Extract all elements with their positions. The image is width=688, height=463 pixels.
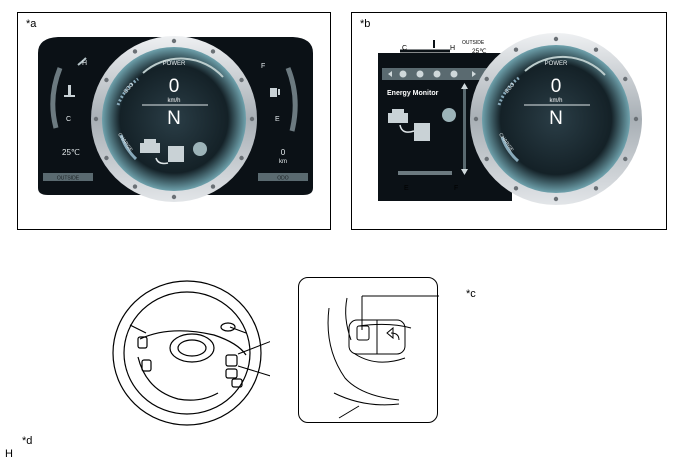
temp-high-label-b: H (450, 45, 455, 52)
ring-bolt (132, 184, 138, 189)
callout-d: *d (22, 435, 33, 447)
ring-bolt (593, 186, 599, 191)
paddle-icon (231, 378, 243, 388)
ring-bolt (104, 77, 109, 83)
odo-value: 0 (281, 148, 286, 157)
tab-icon-music (433, 70, 441, 78)
fuel-pump-icon-b (427, 181, 434, 190)
screen-title: Energy Monitor (387, 90, 439, 97)
ring-bolt (239, 155, 244, 161)
callout-c: *c (466, 288, 476, 300)
temp-low-label: C (66, 116, 71, 123)
outside-temp-value: 25℃ (62, 148, 80, 157)
fuel-pump-icon (270, 88, 280, 97)
temp-high-label: H (82, 60, 87, 67)
fuel-gauge-bar-b (398, 171, 452, 175)
ring-bolt (623, 76, 628, 82)
speed-unit-b: km/h (549, 98, 562, 104)
ring-bolt (473, 116, 479, 122)
callout-b: *b (360, 18, 371, 30)
power-label-b: POWER (545, 61, 568, 67)
ring-bolt (249, 116, 255, 122)
gauge-screen-b (482, 45, 630, 193)
temp-icon-b (433, 40, 435, 48)
spoke-lower (137, 356, 219, 401)
ring-bolt (93, 116, 99, 122)
ring-bolt (239, 77, 244, 83)
tab-icon-gauge (416, 70, 424, 78)
tab-right-arrow-icon (472, 71, 476, 77)
fuel-empty-label: E (275, 116, 280, 123)
wheel-hub (169, 333, 215, 363)
tab-icon-car (450, 70, 458, 78)
odo-unit: km (279, 159, 287, 165)
ring-bolt (104, 155, 109, 161)
switch-detail-drawing (327, 295, 439, 419)
engine-icon-b (388, 109, 408, 123)
speed-value: 0 (169, 76, 180, 97)
gear-indicator-b: N (549, 108, 563, 129)
ring-bolt (553, 36, 559, 42)
left-lower-switch-icon (141, 359, 152, 372)
ring-bolt (171, 194, 177, 200)
outside-bar-a (43, 173, 93, 181)
switch-detail-inset: *c (298, 277, 476, 423)
instrument-cluster-b: C H OUTSIDE 25℃ Energy Monitor E F POWER… (378, 33, 642, 205)
gear-indicator: N (167, 108, 181, 129)
outside-label: OUTSIDE (57, 176, 80, 182)
odo-bar-a (258, 173, 308, 181)
speed-value-b: 0 (551, 76, 562, 97)
wheel-icon-b (442, 108, 456, 122)
battery-icon (168, 146, 184, 162)
temp-icon (64, 85, 75, 97)
battery-icon-b (414, 123, 430, 141)
wheel-rim-inner (123, 291, 251, 415)
right-button-icon (220, 322, 236, 332)
ring-bolt (171, 38, 177, 44)
corner-marker-h: H (5, 448, 13, 460)
ring-bolt (633, 116, 639, 122)
power-label: POWER (163, 61, 186, 67)
odo-label: ODO (277, 176, 289, 182)
fuel-empty-label-b: E (404, 185, 409, 192)
ring-bolt (623, 156, 628, 162)
menu-tab-row (382, 68, 500, 80)
ring-bolt (210, 184, 216, 189)
gauge-screen-a (102, 47, 246, 191)
cluster-panel-b: *b (351, 12, 667, 230)
tab-icon-info (399, 70, 407, 78)
spoke-upper (139, 330, 247, 356)
engine-icon (140, 139, 160, 153)
ring-bolt (593, 47, 599, 52)
ring-bolt (132, 49, 138, 54)
steering-wheel-drawing (112, 280, 270, 426)
fuel-full-label: F (261, 63, 265, 70)
cluster-panel-a: *a (17, 12, 331, 230)
fuel-gauge-arc-a (285, 67, 298, 132)
ring-bolt (484, 156, 489, 162)
right-switch-icon (225, 354, 238, 367)
right-lower-switch-icon (225, 368, 238, 379)
tab-left-arrow-icon (388, 71, 392, 77)
instrument-cluster-a: POWER ECO CHARGE 0 km/h N H C 25℃ F E 0 … (38, 36, 313, 202)
ring-bolt (513, 186, 519, 191)
wheel-rim-outer (112, 280, 262, 426)
speed-unit: km/h (167, 98, 180, 104)
callout-a: *a (26, 18, 37, 30)
outside-temp-b: 25℃ (472, 48, 487, 55)
temp-gauge-arc-a (50, 67, 63, 129)
outside-label-b: OUTSIDE (462, 40, 485, 46)
left-switch-icon (137, 336, 148, 349)
lexus-emblem (177, 339, 207, 357)
ring-bolt (210, 49, 216, 54)
fuel-full-label-b: F (454, 185, 458, 192)
temp-low-label-b: C (402, 45, 407, 52)
scroll-bar (463, 85, 466, 173)
ring-bolt (484, 76, 489, 82)
ring-bolt (553, 196, 559, 202)
display-change-switch-icon (356, 325, 370, 341)
ring-bolt (513, 47, 519, 52)
wheel-icon (193, 142, 207, 156)
